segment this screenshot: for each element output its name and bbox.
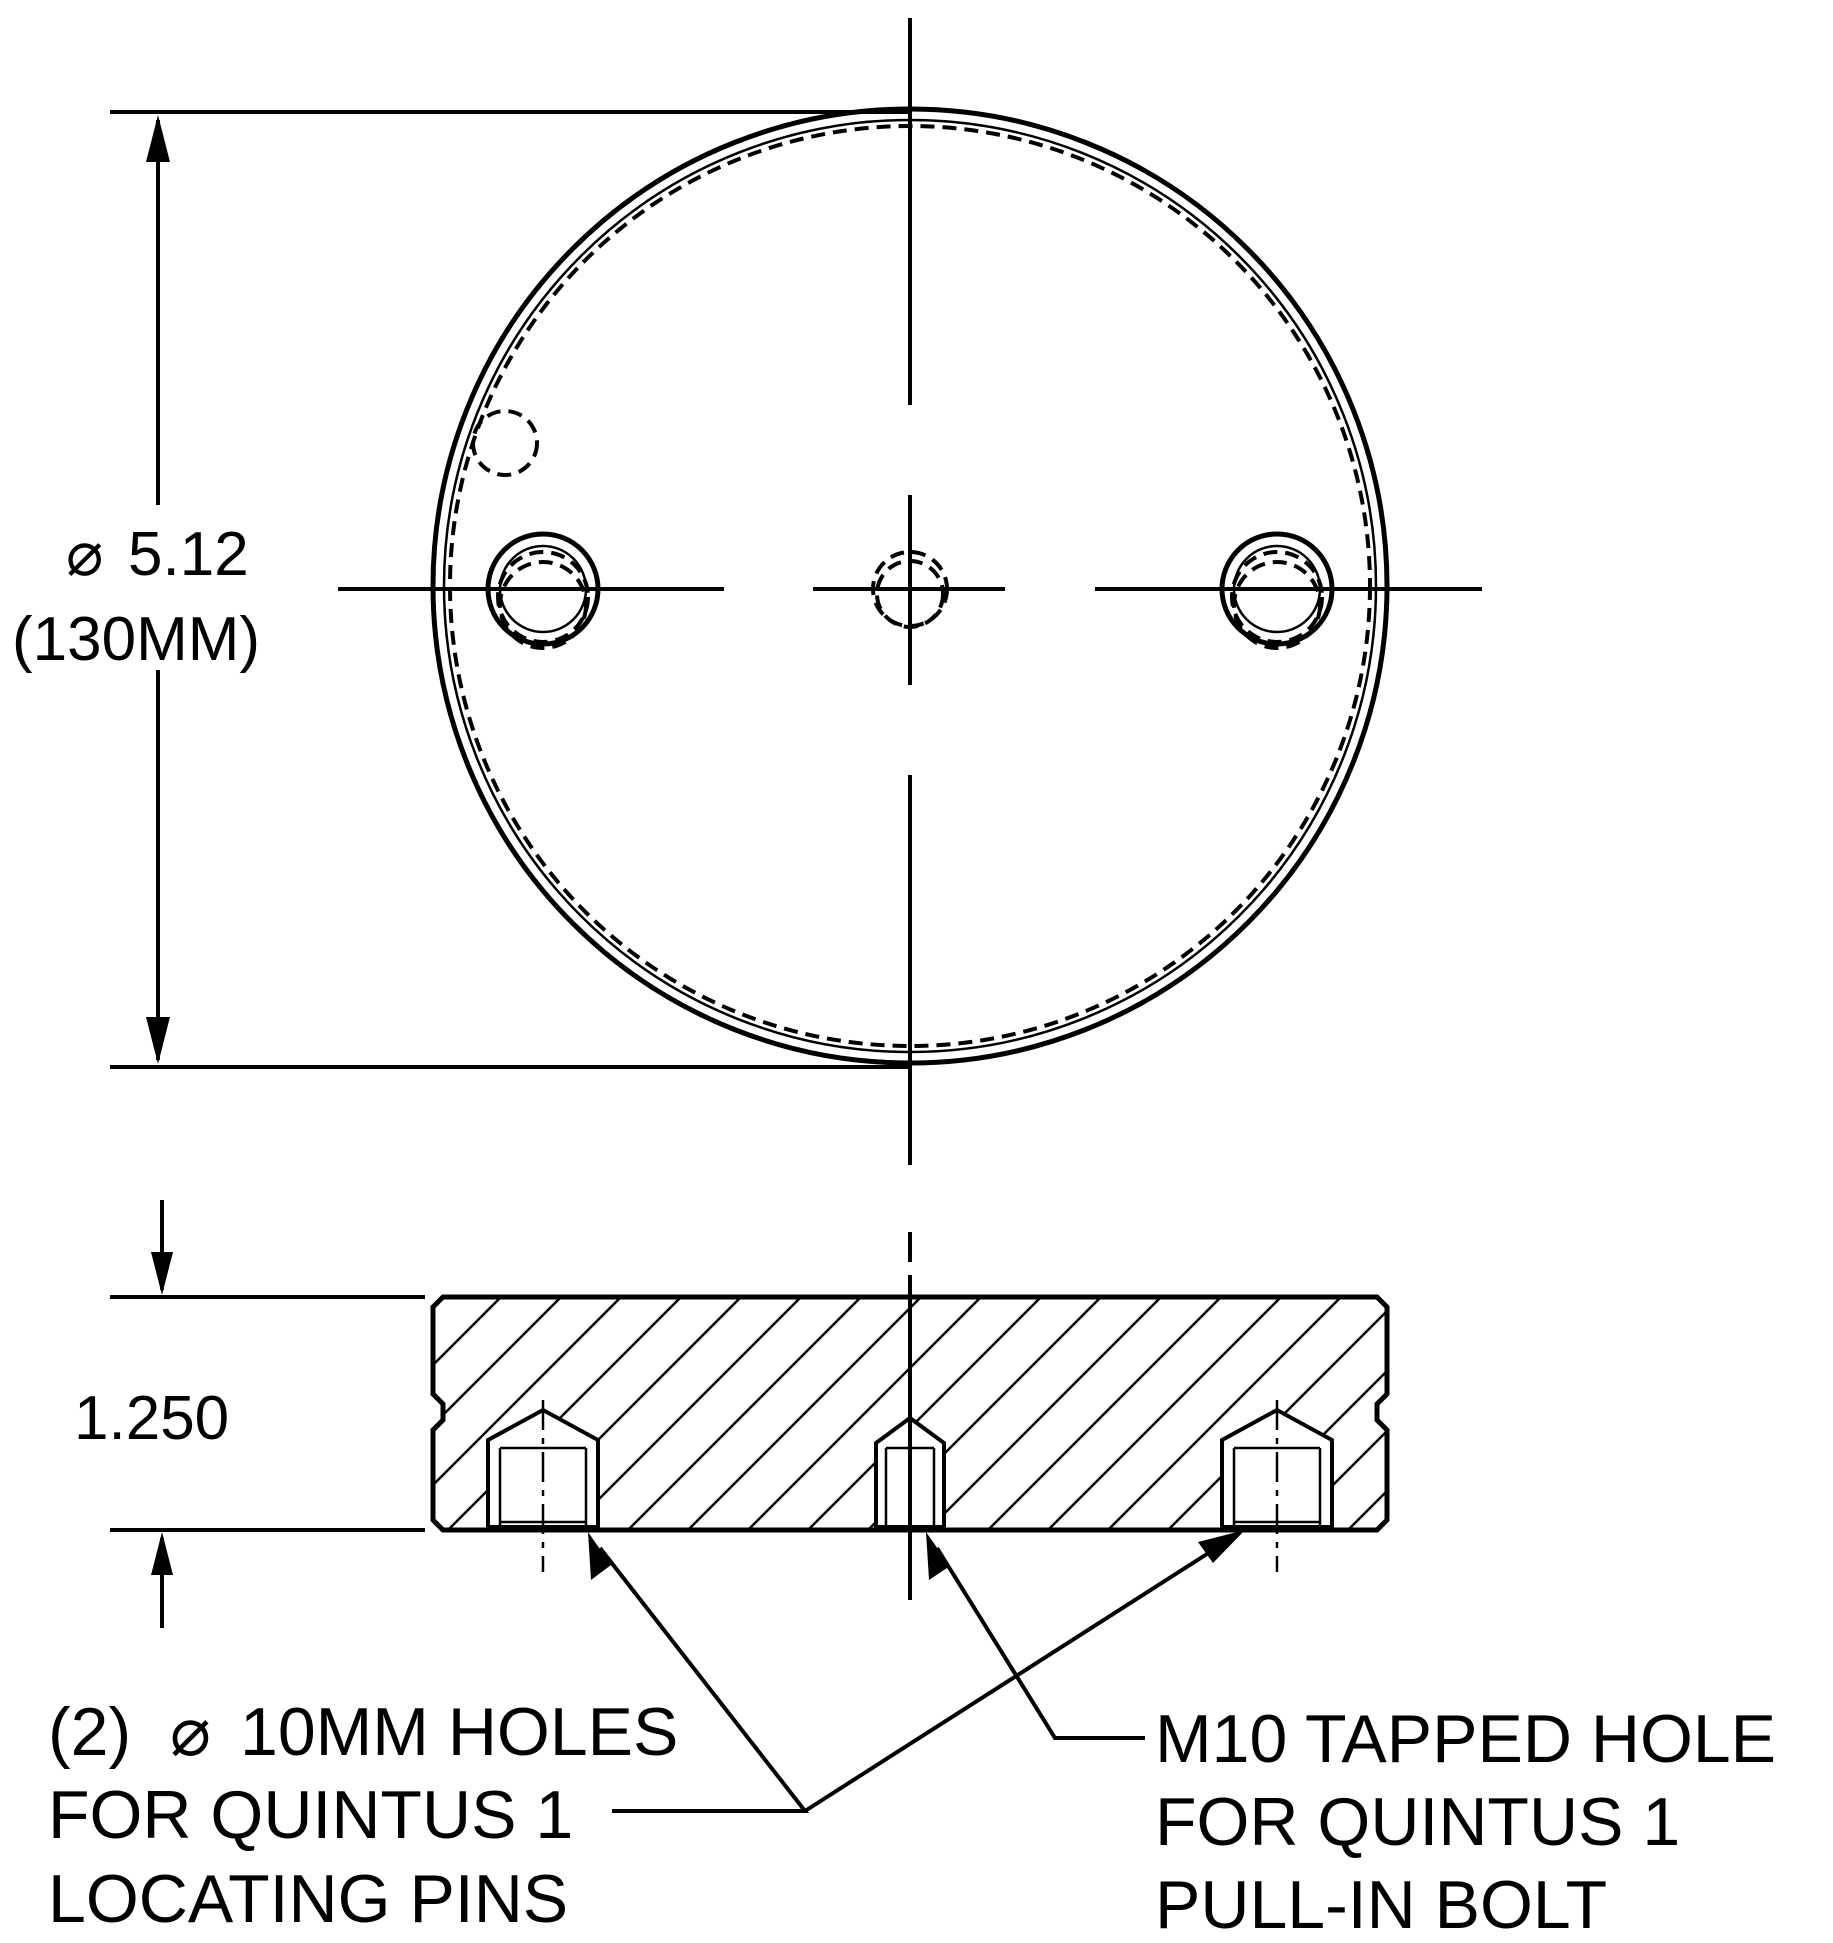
note-tapped-line3: PULL-IN BOLT: [1155, 1867, 1607, 1943]
top-view: ⌀ 5.12 (130MM): [12, 18, 1482, 1165]
center-tapped-hole: [871, 550, 949, 629]
section-outline: [430, 1294, 1390, 1533]
thickness-value: 1.250: [74, 1384, 229, 1453]
note-tapped-line2: FOR QUINTUS 1: [1155, 1784, 1680, 1860]
center-lines: [338, 18, 1482, 1165]
arrow-down: [146, 1017, 170, 1064]
note-holes-prefix: (2): [48, 1694, 131, 1770]
note-holes-symbol: ⌀: [170, 1694, 211, 1770]
section-view: 1.250 (2) ⌀ 10MM HOLES FOR QUINTUS 1 LOC…: [48, 1200, 1776, 1943]
arrow-down-top: [151, 1252, 173, 1295]
section-hatching: [433, 1297, 1387, 1530]
thickness-dimension: 1.250: [74, 1200, 425, 1628]
diameter-symbol: ⌀: [66, 520, 103, 589]
leader-lines: [588, 1530, 1245, 1813]
hidden-small-hole: [471, 409, 539, 477]
note-tapped-line1: M10 TAPPED HOLE: [1155, 1701, 1776, 1777]
note-locating-holes: (2) ⌀ 10MM HOLES FOR QUINTUS 1 LOCATING …: [48, 1694, 678, 1937]
diameter-metric: (130MM): [12, 605, 260, 674]
left-pin-hole: [485, 531, 601, 650]
diameter-dimension: ⌀ 5.12 (130MM): [12, 110, 912, 1069]
arrow-up-bottom: [151, 1532, 173, 1575]
note-tapped-hole: M10 TAPPED HOLE FOR QUINTUS 1 PULL-IN BO…: [1155, 1701, 1776, 1943]
note-holes-line1: 10MM HOLES: [240, 1694, 678, 1770]
note-holes-line2: FOR QUINTUS 1: [48, 1777, 573, 1853]
arrow-up: [146, 115, 170, 162]
note-holes-line3: LOCATING PINS: [48, 1861, 568, 1937]
right-pin-hole: [1219, 531, 1335, 650]
diameter-value: 5.12: [128, 520, 249, 589]
section-center-lines: [541, 1232, 1279, 1600]
